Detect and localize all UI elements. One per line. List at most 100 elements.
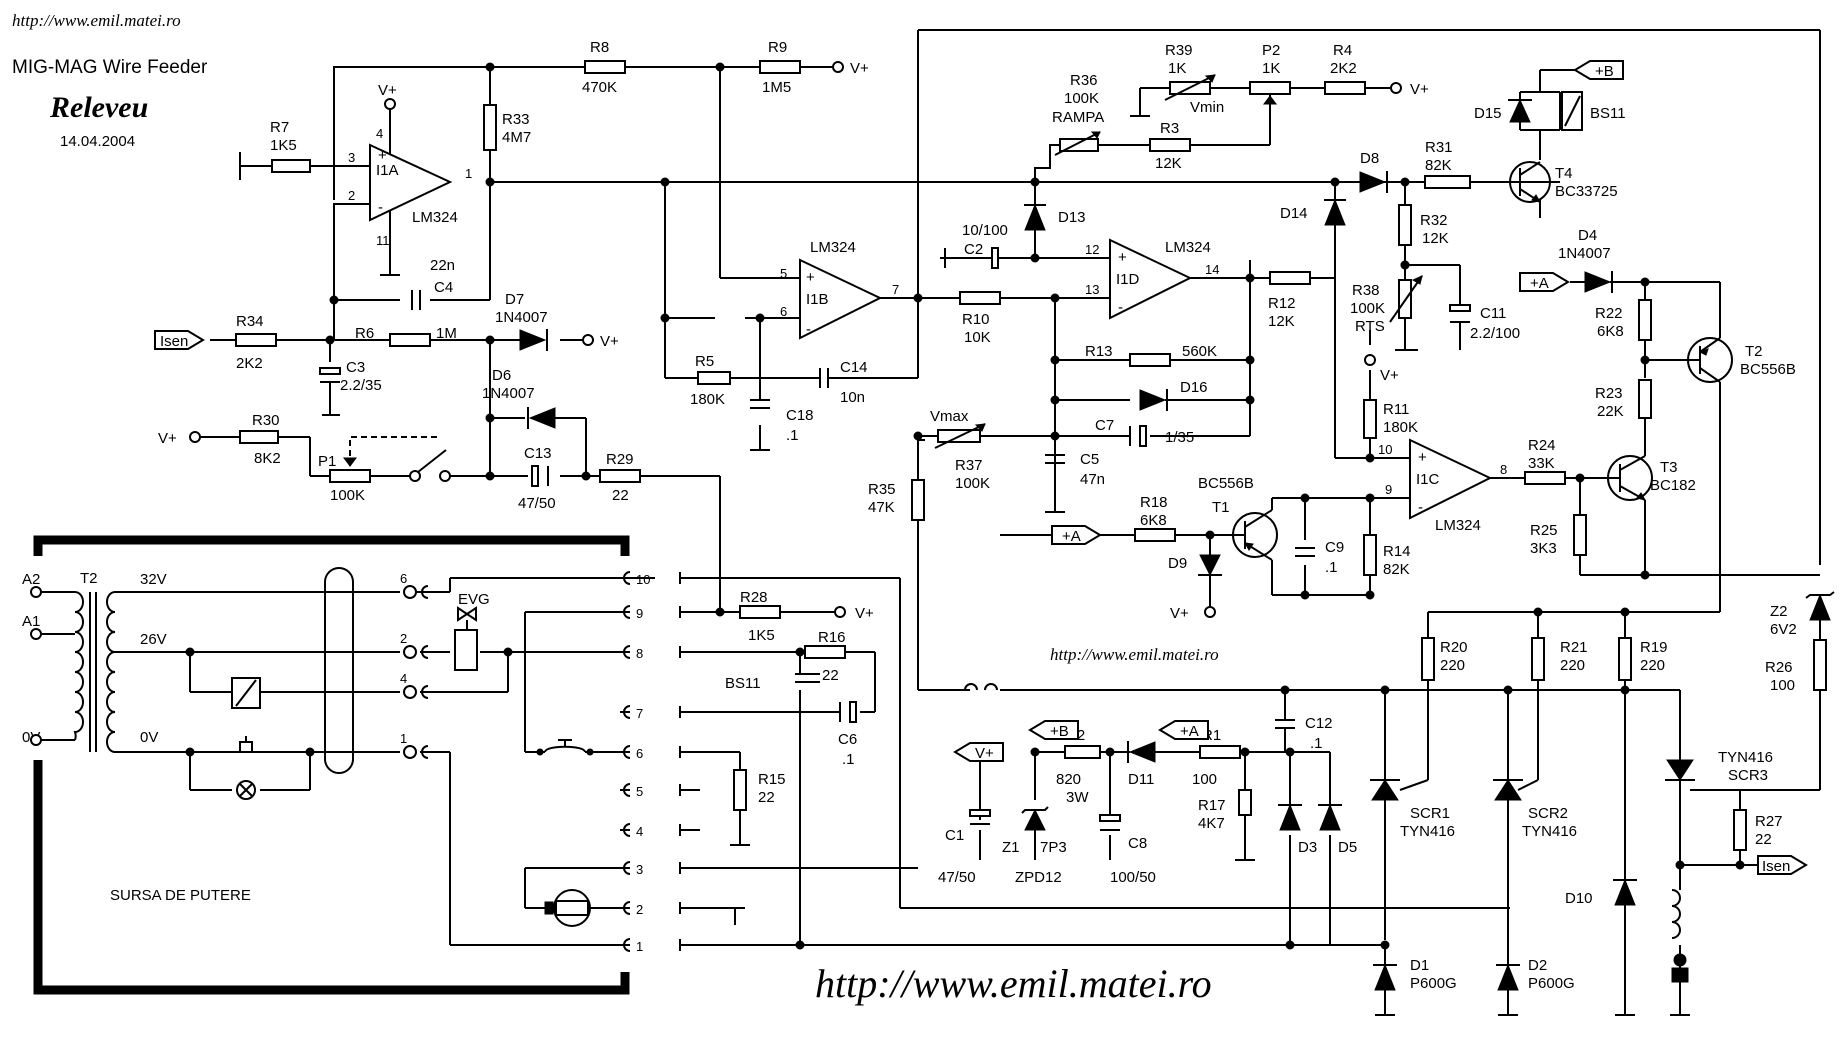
svg-text:R4: R4 <box>1333 42 1352 59</box>
svg-text:22n: 22n <box>430 257 455 274</box>
svg-text:6K8: 6K8 <box>1140 512 1167 529</box>
svg-text:R14: R14 <box>1383 543 1411 560</box>
svg-text:.1: .1 <box>786 427 799 444</box>
svg-text:P600G: P600G <box>1528 975 1575 992</box>
svg-text:82K: 82K <box>1383 561 1410 578</box>
svg-text:13: 13 <box>1085 282 1099 297</box>
svg-text:R10: R10 <box>962 311 990 328</box>
svg-text:C13: C13 <box>524 445 552 462</box>
svg-text:220: 220 <box>1640 657 1665 674</box>
svg-text:I1C: I1C <box>1416 471 1440 488</box>
url-top[interactable]: http://www.emil.matei.ro <box>12 11 181 30</box>
svg-text:9: 9 <box>1385 482 1392 497</box>
svg-text:1K5: 1K5 <box>270 137 297 154</box>
opamp-i1c: I1C +- 10 9 8 LM324 <box>1378 438 1507 534</box>
svg-text:R21: R21 <box>1560 639 1588 656</box>
opamp-i1a: I1A +- LM324 3 2 1 4 11 <box>348 100 472 276</box>
svg-text:.1: .1 <box>1325 559 1338 576</box>
svg-text:1/35: 1/35 <box>1165 429 1194 446</box>
svg-text:2.2/35: 2.2/35 <box>340 377 382 394</box>
connector-pin-8: 8 <box>636 646 643 661</box>
svg-text:R28: R28 <box>740 589 768 606</box>
svg-text:+: + <box>378 147 387 164</box>
svg-text:P1: P1 <box>318 453 336 470</box>
rb-flag-r2: +B <box>1050 723 1069 740</box>
svg-text:100: 100 <box>1192 771 1217 788</box>
svg-text:D11: D11 <box>1128 771 1154 788</box>
svg-text:.1: .1 <box>842 751 855 768</box>
svg-text:R3: R3 <box>1160 120 1179 137</box>
power-supply-components: EVG <box>231 591 594 927</box>
main-connector: 10 9 8 7 6 5 4 <box>620 571 690 954</box>
svg-text:R11: R11 <box>1383 401 1409 418</box>
ra-flag-d4: +A <box>1530 275 1549 292</box>
tap-a2: A2 <box>22 571 40 588</box>
left-pin-4: 4 <box>400 671 407 686</box>
svg-text:R33: R33 <box>502 111 530 128</box>
svg-text:R7: R7 <box>270 119 289 136</box>
left-connector: 6 2 4 1 <box>400 571 429 759</box>
svg-text:R25: R25 <box>1530 522 1558 539</box>
svg-text:R32: R32 <box>1420 212 1448 229</box>
svg-text:+: + <box>806 269 815 286</box>
svg-text:1K5: 1K5 <box>748 627 775 644</box>
svg-text:+: + <box>1418 449 1427 466</box>
isen-flag-left: Isen <box>160 333 188 350</box>
url-bottom[interactable]: http://www.emil.matei.ro <box>815 961 1212 1006</box>
svg-text:5: 5 <box>780 266 787 281</box>
svg-text:BC33725: BC33725 <box>1555 183 1618 200</box>
svg-text:6: 6 <box>780 304 787 319</box>
svg-text:2: 2 <box>348 188 355 203</box>
svg-text:220: 220 <box>1560 657 1585 674</box>
svg-text:D1: D1 <box>1410 957 1429 974</box>
svg-text:C1: C1 <box>945 827 964 844</box>
url-middle[interactable]: http://www.emil.matei.ro <box>1050 645 1219 664</box>
svg-text:LM324: LM324 <box>1435 517 1481 534</box>
svg-text:RTS: RTS <box>1355 318 1385 335</box>
svg-text:ZPD12: ZPD12 <box>1015 869 1062 886</box>
svg-text:10/100: 10/100 <box>962 222 1008 239</box>
svg-text:R26: R26 <box>1765 659 1793 676</box>
svg-text:R35: R35 <box>868 481 896 498</box>
svg-text:I1A: I1A <box>376 162 399 179</box>
svg-text:R19: R19 <box>1640 639 1668 656</box>
svg-text:-: - <box>378 199 383 216</box>
svg-text:R16: R16 <box>818 629 846 646</box>
svg-text:8: 8 <box>1500 462 1507 477</box>
tap-32v: 32V <box>140 571 167 588</box>
connector-pin-9: 9 <box>636 606 643 621</box>
svg-text:D14: D14 <box>1280 205 1308 222</box>
relay-bs11-label: BS11 <box>1590 105 1626 122</box>
svg-text:D9: D9 <box>1168 555 1187 572</box>
svg-text:C11: C11 <box>1480 305 1506 322</box>
opamp-i1d-type: LM324 <box>1165 239 1211 256</box>
svg-text:820: 820 <box>1056 771 1081 788</box>
connector-pin-3: 3 <box>636 862 643 877</box>
diagram-subtitle: Releveu <box>49 91 148 124</box>
svg-text:100K: 100K <box>955 475 990 492</box>
svg-text:R5: R5 <box>695 353 714 370</box>
vplus-d9: V+ <box>1170 605 1189 622</box>
power-supply-label: SURSA DE PUTERE <box>110 887 251 904</box>
diagram-date: 14.04.2004 <box>60 133 135 150</box>
opamp-i1b: I1B +- 5 6 7 <box>780 258 899 340</box>
svg-text:220: 220 <box>1440 657 1465 674</box>
svg-text:-: - <box>1418 499 1423 516</box>
tap-26v: 26V <box>140 631 167 648</box>
svg-text:T2: T2 <box>1745 343 1763 360</box>
svg-text:D5: D5 <box>1338 839 1357 856</box>
svg-text:-: - <box>1118 299 1123 316</box>
svg-text:12K: 12K <box>1422 230 1449 247</box>
svg-text:I1B: I1B <box>806 291 829 308</box>
vplus-r30: V+ <box>158 430 177 447</box>
svg-text:22: 22 <box>612 487 629 504</box>
vplus-r11: V+ <box>1380 367 1399 384</box>
svg-text:82K: 82K <box>1425 157 1452 174</box>
connector-pin-4: 4 <box>636 824 643 839</box>
svg-text:R36: R36 <box>1070 72 1098 89</box>
svg-text:P600G: P600G <box>1410 975 1457 992</box>
